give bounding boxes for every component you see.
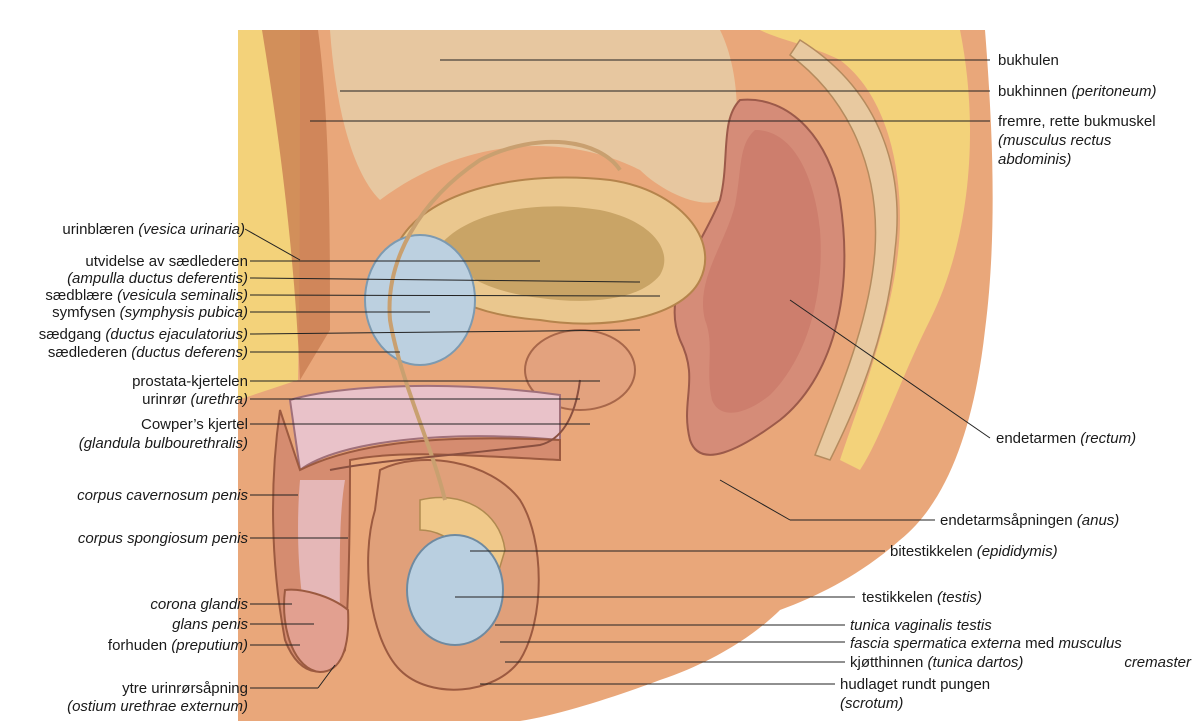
label-endetarmen: endetarmen (rectum) (996, 430, 1137, 447)
sacrum (760, 30, 970, 470)
label-saedblaere: sædblære (vesicula seminalis) (45, 287, 248, 304)
label-bukhinnen: bukhinnen (peritoneum) (998, 83, 1157, 100)
label-glans: glans penis (172, 616, 248, 633)
label-prostata: prostata-kjertelen (132, 373, 248, 390)
label-urinror: urinrør (urethra) (142, 391, 248, 408)
rectus-muscle (262, 30, 330, 380)
label-musculus: (musculus rectus (998, 132, 1112, 149)
label-cowper: Cowper’s kjertel (141, 416, 248, 433)
label-abdominis: abdominis) (998, 151, 1072, 168)
label-forhuden: forhuden (preputium) (107, 637, 248, 654)
prostate (524, 329, 636, 411)
label-scrotum: (scrotum) (840, 695, 904, 712)
label-ampulla: (ampulla ductus deferentis) (67, 270, 248, 287)
label-saedgang: sædgang (ductus ejaculatorius) (38, 326, 248, 343)
urethra (329, 379, 581, 471)
bladder-inner (440, 206, 665, 301)
label-corona: corona glandis (150, 596, 248, 613)
label-bukhulen: bukhulen (998, 52, 1059, 69)
rectum-inner (702, 130, 821, 413)
label-cremaster: cremaster (1124, 654, 1191, 671)
label-glandula: (glandula bulbourethralis) (78, 435, 248, 452)
label-utvidelse: utvidelse av sædlederen (85, 253, 248, 270)
label-hudlaget: hudlaget rundt pungen (840, 676, 991, 693)
label-saedlederen: sædlederen (ductus deferens) (47, 344, 248, 361)
label-tunica: tunica vaginalis testis (850, 617, 992, 634)
label-fascia: fascia spermatica externa med musculus (850, 635, 1122, 652)
leader-lines (244, 59, 991, 689)
vas-deferens (387, 139, 622, 501)
label-urinblaeren: urinblæren (vesica urinaria) (62, 221, 245, 238)
label-kjotthinnen: kjøtthinnen (tunica dartos) (850, 654, 1024, 671)
abdominal-cavity (330, 30, 737, 203)
label-ytre: ytre urinrørsåpning (122, 680, 248, 697)
penis-shaft (272, 409, 561, 673)
label-anus: endetarmsåpningen (anus) (940, 512, 1120, 529)
glans (283, 588, 350, 674)
label-cavernosum: corpus cavernosum penis (77, 487, 248, 504)
label-bitestikkelen: bitestikkelen (epididymis) (890, 543, 1058, 560)
label-fremre: fremre, rette bukmuskel (998, 113, 1156, 130)
label-spongiosum: corpus spongiosum penis (77, 530, 248, 547)
symphysis (364, 234, 476, 366)
label-symfysen: symfysen (symphysis pubica) (52, 304, 248, 321)
label-testikkelen: testikkelen (testis) (862, 589, 983, 606)
testis (406, 534, 504, 646)
label-ostium: (ostium urethrae externum) (67, 698, 248, 715)
